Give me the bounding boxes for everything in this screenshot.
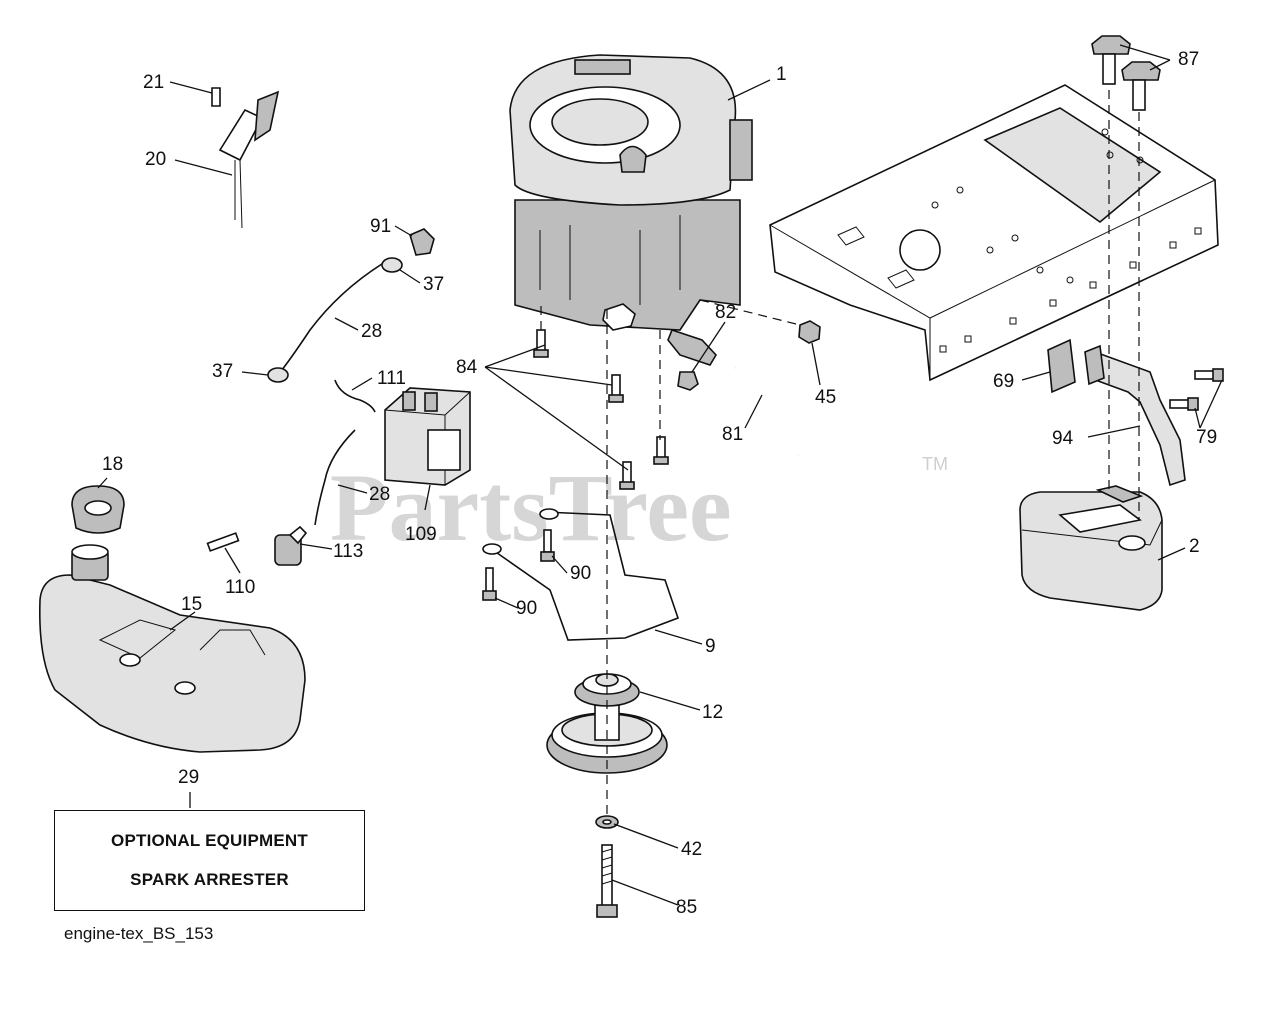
callout-20: 20 bbox=[145, 149, 166, 170]
fuel-tank[interactable] bbox=[38, 544, 306, 753]
callout-28-lower: 28 bbox=[369, 484, 390, 505]
belt-guide-bracket[interactable] bbox=[489, 511, 680, 641]
callout-79: 79 bbox=[1196, 427, 1217, 448]
alignment-lines bbox=[540, 90, 1140, 820]
callout-28-upper: 28 bbox=[361, 321, 382, 342]
callout-82: 82 bbox=[715, 302, 736, 323]
callout-90-upper: 90 bbox=[570, 563, 591, 584]
nut[interactable] bbox=[798, 320, 821, 344]
callout-109: 109 bbox=[405, 524, 437, 545]
callout-45: 45 bbox=[815, 387, 836, 408]
callout-21: 21 bbox=[143, 72, 164, 93]
fuel-elbow[interactable] bbox=[409, 228, 435, 256]
callout-42: 42 bbox=[681, 839, 702, 860]
chassis-frame[interactable] bbox=[769, 84, 1219, 382]
callout-1: 1 bbox=[776, 64, 787, 85]
callout-18: 18 bbox=[102, 454, 123, 475]
callout-94: 94 bbox=[1052, 428, 1074, 449]
exhaust-pipe[interactable] bbox=[1089, 350, 1186, 487]
optional-equipment-box: OPTIONAL EQUIPMENT SPARK ARRESTER bbox=[54, 810, 365, 911]
callout-37-lower: 37 bbox=[212, 361, 233, 382]
callout-111: 111 bbox=[377, 368, 406, 389]
callout-12: 12 bbox=[702, 702, 723, 723]
callout-37-upper: 37 bbox=[423, 274, 444, 295]
callout-9: 9 bbox=[705, 636, 716, 657]
hose-clamp[interactable] bbox=[267, 257, 403, 383]
fuel-line[interactable] bbox=[277, 261, 386, 526]
engine[interactable] bbox=[509, 54, 753, 331]
callout-81: 81 bbox=[722, 424, 743, 445]
fuel-fitting[interactable] bbox=[206, 532, 240, 552]
callout-110: 110 bbox=[225, 577, 255, 598]
fuel-filter[interactable] bbox=[384, 387, 471, 486]
frame-knob[interactable] bbox=[1091, 35, 1161, 111]
throttle-control[interactable] bbox=[211, 87, 280, 229]
muffler[interactable] bbox=[1019, 485, 1163, 611]
bolt[interactable] bbox=[482, 508, 559, 601]
callout-85: 85 bbox=[676, 897, 697, 918]
washer[interactable] bbox=[595, 815, 619, 829]
exhaust-gasket[interactable] bbox=[1047, 338, 1105, 394]
spark-arrester-label: SPARK ARRESTER bbox=[130, 870, 289, 890]
leader-lines bbox=[97, 44, 1223, 906]
callout-84: 84 bbox=[456, 357, 478, 378]
fuel-shutoff-valve[interactable] bbox=[274, 525, 308, 566]
fuel-cap[interactable] bbox=[71, 485, 125, 534]
callout-labels: 1 2 9 12 15 18 20 21 28 28 29 37 37 42 4… bbox=[102, 49, 1217, 918]
callout-91: 91 bbox=[370, 216, 391, 237]
fuel-pump[interactable] bbox=[667, 329, 717, 391]
callout-69: 69 bbox=[993, 371, 1014, 392]
callout-29: 29 bbox=[178, 767, 199, 788]
callout-2: 2 bbox=[1189, 536, 1200, 557]
optional-equipment-label: OPTIONAL EQUIPMENT bbox=[111, 830, 308, 850]
watermark-tm: TM bbox=[922, 454, 948, 474]
callout-113: 113 bbox=[333, 541, 363, 562]
pulley-bolt[interactable] bbox=[596, 844, 618, 918]
diagram-code: engine-tex_BS_153 bbox=[64, 924, 214, 943]
callout-90-lower: 90 bbox=[516, 598, 537, 619]
callout-15: 15 bbox=[181, 594, 202, 615]
exhaust-bolt[interactable] bbox=[1169, 368, 1224, 411]
breather-hose[interactable] bbox=[731, 364, 802, 459]
callout-87: 87 bbox=[1178, 49, 1199, 70]
